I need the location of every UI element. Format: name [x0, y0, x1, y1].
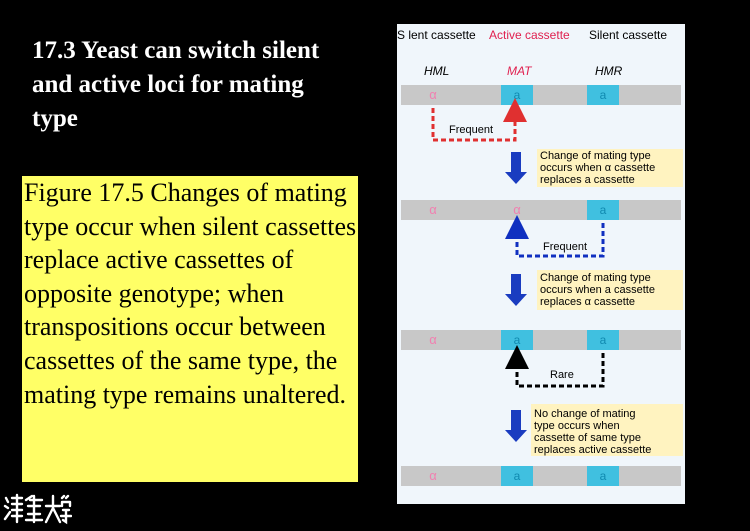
logo-calligraphy: [3, 493, 73, 525]
down-arrow-3: [505, 410, 527, 442]
transposition-arrow-rare: [505, 345, 605, 388]
note-3-line-3: cassette of same type: [534, 432, 641, 444]
header-active: Active cassette: [489, 28, 570, 42]
cassette-hml: [417, 200, 449, 220]
note-3-line-1: No change of mating: [534, 408, 636, 420]
chromosome-row-3: α a a: [401, 330, 681, 350]
figure-caption: Figure 17.5 Changes of mating type occur…: [24, 178, 357, 409]
down-arrow-2: [505, 274, 527, 306]
cassette-hmr: [587, 200, 619, 220]
locus-mat-label: MAT: [507, 64, 533, 78]
note-2-line-2: occurs when a cassette: [540, 284, 655, 296]
locus-hmr-label: HMR: [595, 64, 623, 78]
cassette-hmr: [587, 466, 619, 486]
university-logo: [2, 492, 73, 526]
label-frequent-2: Frequent: [543, 241, 587, 253]
note-2-line-1: Change of mating type: [540, 272, 651, 284]
note-1-line-1: Change of mating type: [540, 150, 651, 162]
symbol-alpha: α: [513, 202, 521, 217]
chromosome-row-2: α α a: [401, 200, 681, 220]
down-arrow-1: [505, 152, 527, 184]
header-silent-right: Silent cassette: [589, 28, 667, 42]
label-frequent-1: Frequent: [449, 124, 493, 136]
symbol-alpha: α: [429, 468, 437, 483]
symbol-a: a: [600, 203, 607, 217]
symbol-a: a: [514, 333, 521, 347]
symbol-a: a: [514, 88, 521, 102]
symbol-alpha: α: [429, 202, 437, 217]
locus-hml-label: HML: [424, 64, 449, 78]
symbol-a: a: [600, 333, 607, 347]
note-1-line-3: replaces a cassette: [540, 174, 635, 186]
cassette-hmr: [587, 330, 619, 350]
diagram-canvas: S lent cassette Active cassette Silent c…: [397, 28, 683, 486]
chromosome-row-4: α a a: [401, 466, 681, 486]
note-box-1: [537, 149, 683, 187]
slide-title: 17.3 Yeast can switch silent and active …: [32, 37, 320, 132]
note-3-line-2: type occurs when: [534, 420, 620, 432]
label-rare: Rare: [550, 369, 574, 381]
header-silent-left: S lent cassette: [397, 28, 476, 42]
symbol-alpha: α: [429, 87, 437, 102]
symbol-a: a: [600, 469, 607, 483]
symbol-alpha: α: [429, 332, 437, 347]
transposition-arrow-frequent-red: [431, 98, 527, 142]
note-box-2: [537, 270, 683, 310]
note-box-3: [531, 404, 683, 456]
cassette-hml: [417, 466, 449, 486]
symbol-a: a: [600, 88, 607, 102]
chromosome-row-1: α a a: [401, 85, 681, 105]
cassette-hmr: [587, 85, 619, 105]
symbol-a: a: [514, 469, 521, 483]
transposition-arrow-frequent-blue: [505, 215, 605, 258]
cassette-mat: [501, 466, 533, 486]
note-1-line-2: occurs when α cassette: [540, 162, 655, 174]
cassette-hml: [417, 330, 449, 350]
figure-caption-box: Figure 17.5 Changes of mating type occur…: [22, 176, 358, 482]
mating-type-diagram: S lent cassette Active cassette Silent c…: [397, 24, 685, 504]
cassette-hml: [417, 85, 449, 105]
note-3-line-4: replaces active cassette: [534, 444, 651, 456]
note-2-line-3: replaces α cassette: [540, 296, 635, 308]
